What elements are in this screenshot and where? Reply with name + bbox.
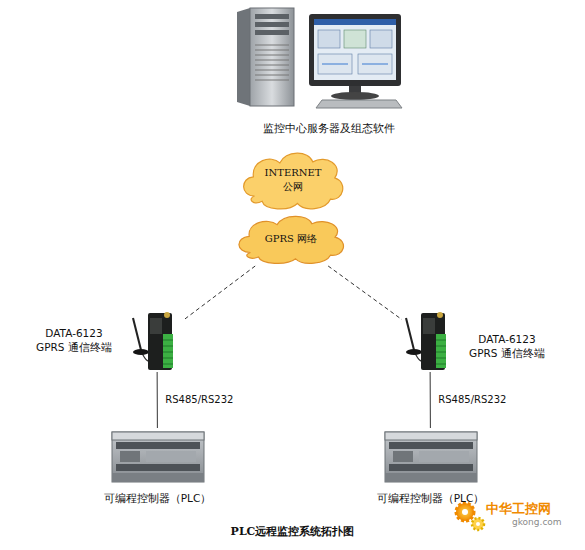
server-node: 监控中心服务器及组态软件 [230, 5, 408, 113]
node-label: 可编程控制器（PLC） [80, 491, 235, 505]
node-label: DATA-6123 GPRS 通信终端 [31, 326, 117, 354]
plc-node: 可编程控制器（PLC） [110, 428, 205, 483]
gprs-terminal [133, 312, 173, 370]
wireless-link [328, 266, 402, 320]
watermark-logo [456, 503, 484, 530]
interface-label: RS485/RS232 [165, 394, 233, 405]
cloud-shape [238, 148, 348, 212]
node-label: DATA-6123 GPRS 通信终端 [464, 332, 550, 360]
serial-cable [157, 372, 158, 428]
cloud-label: INTERNET 公网 [260, 166, 326, 194]
terminal-node: DATA-6123 GPRS 通信终端 [402, 308, 458, 372]
wireless-link [185, 266, 255, 319]
cloud-outline [244, 153, 343, 209]
plc-node: 可编程控制器（PLC） [383, 428, 478, 483]
figure-caption: PLC远程监控系统拓扑图 [0, 524, 585, 539]
cloud-outline [239, 216, 344, 263]
cloud-node: GPRS 网络 [233, 212, 349, 266]
node-label: 可编程控制器（PLC） [353, 491, 508, 505]
terminal-node: DATA-6123 GPRS 通信终端 [129, 308, 185, 372]
serial-cable [430, 372, 431, 428]
node-label: 监控中心服务器及组态软件 [229, 121, 429, 135]
cloud-node: INTERNET 公网 [238, 148, 348, 212]
gprs-terminal [406, 312, 446, 370]
watermark-text: 中华工控网 [486, 500, 551, 518]
plc-unit [385, 432, 477, 482]
monitor [309, 14, 402, 108]
plc-unit [112, 432, 204, 482]
cloud-label: GPRS 网络 [246, 232, 336, 246]
server-tower [237, 8, 294, 106]
interface-label: RS485/RS232 [438, 394, 506, 405]
watermark-text: gkong.com [512, 517, 562, 527]
